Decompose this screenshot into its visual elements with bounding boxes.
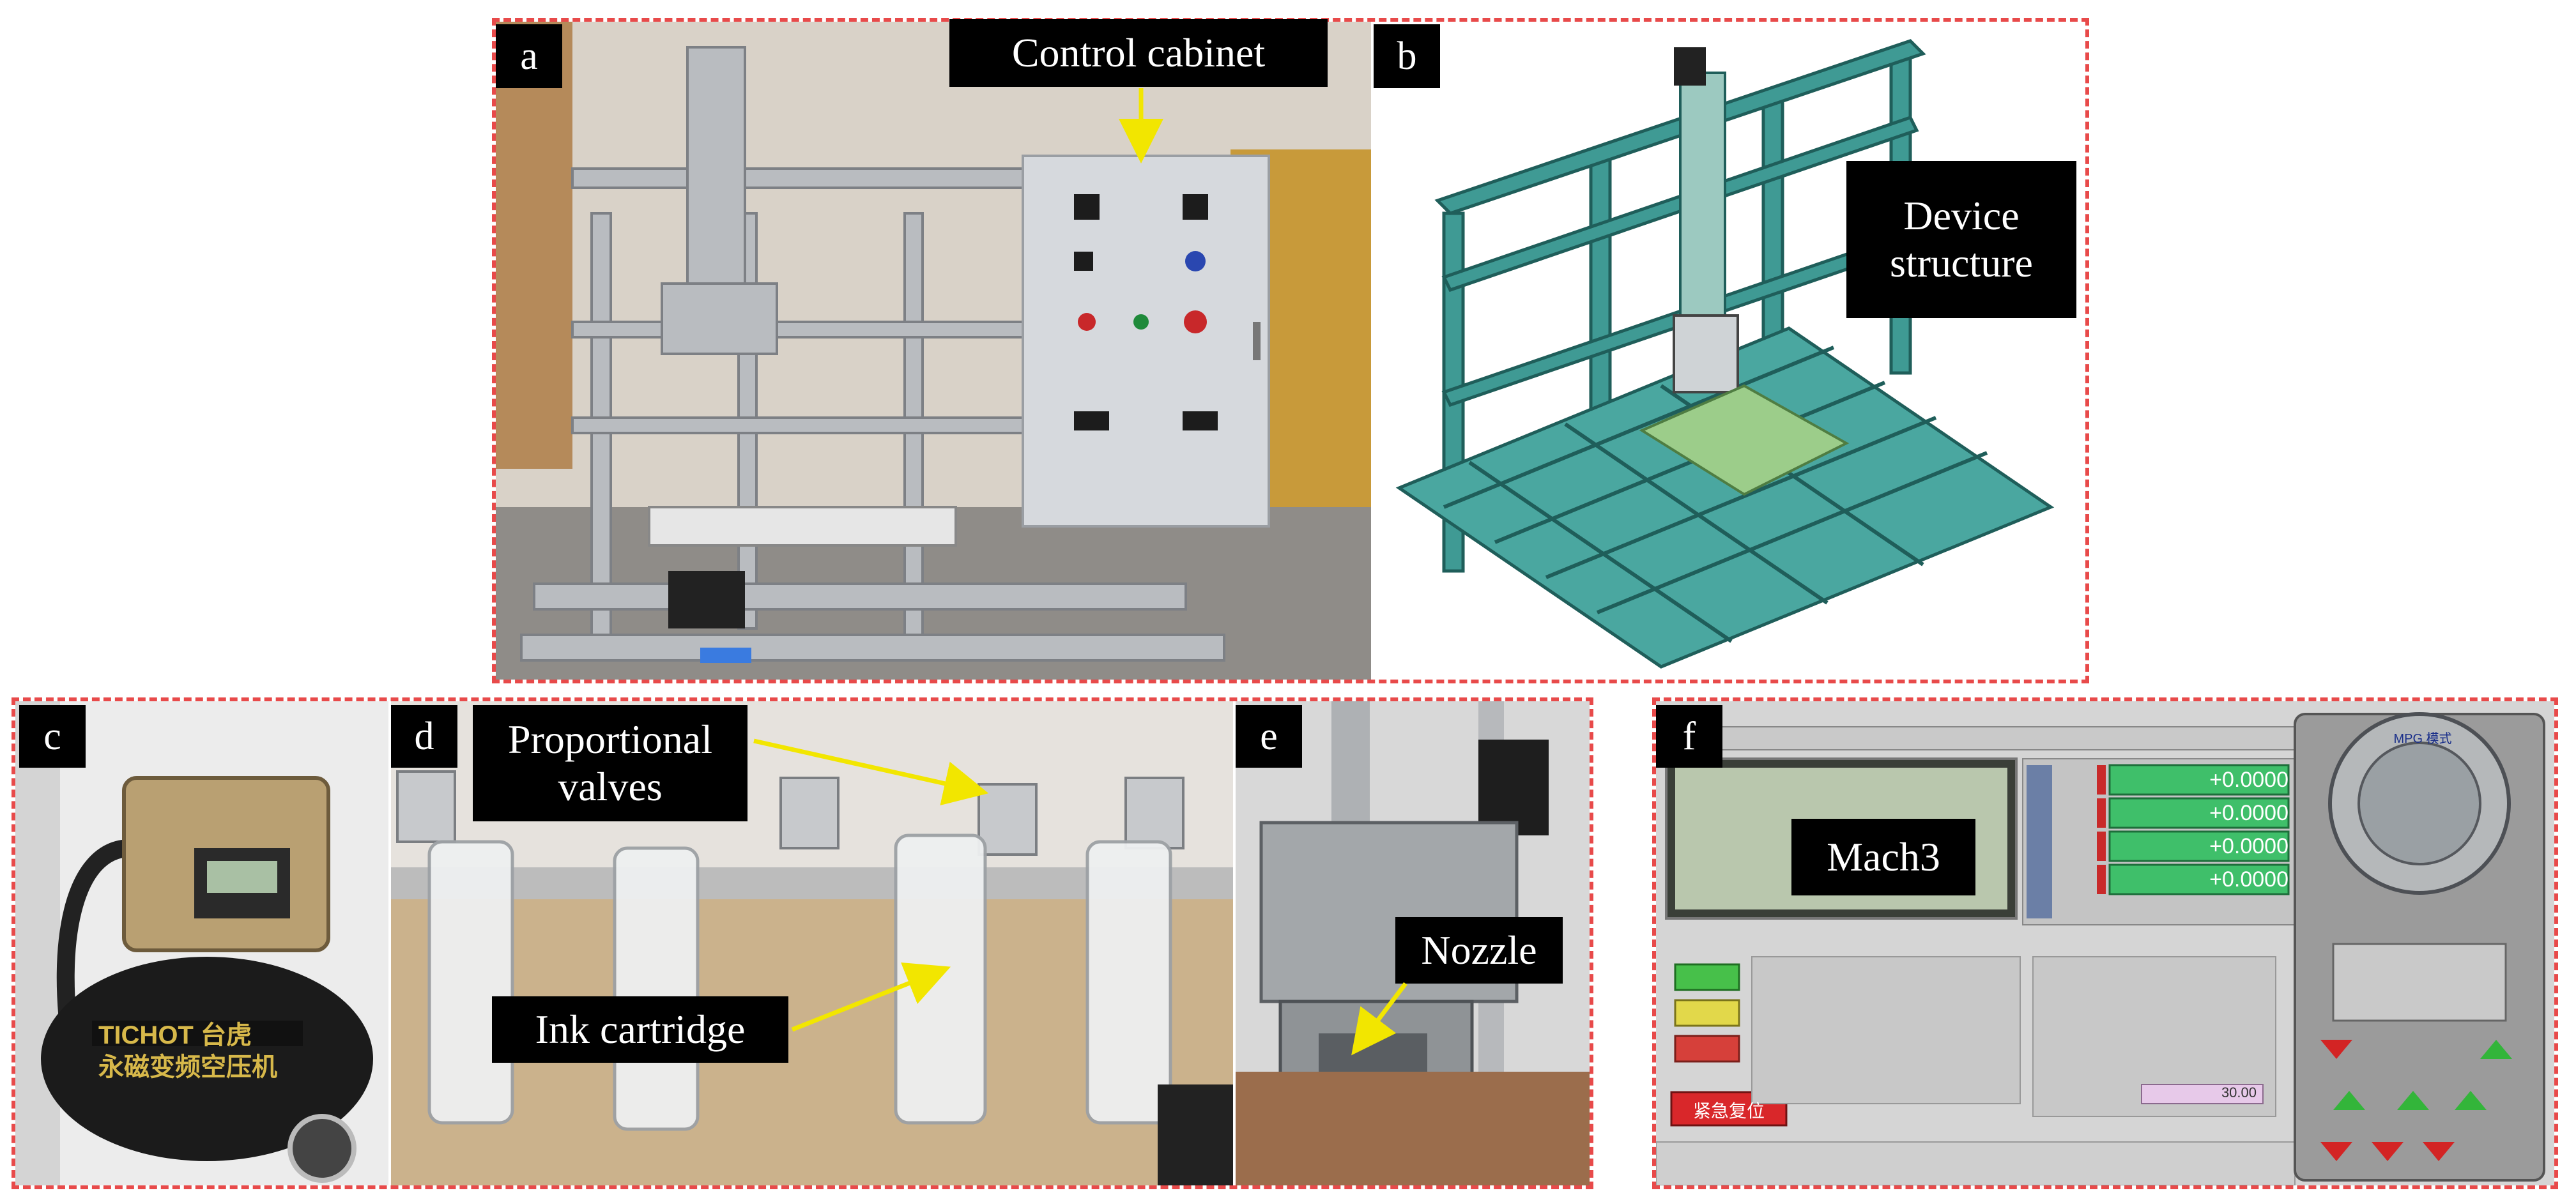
panel-f-screenshot: +0.0000 +0.0000 +0.0000 +0.0000 MPG 模式 紧… xyxy=(1656,701,2554,1185)
mach3-interface xyxy=(1656,701,2554,1185)
panel-b-letter: b xyxy=(1374,24,1440,88)
device-structure-render xyxy=(1395,39,2055,669)
air-compressor-photo xyxy=(15,701,388,1185)
panel-c-photo: TICHOT 台虎 永磁变频空压机 xyxy=(15,701,388,1185)
mpg-mode-title: MPG 模式 xyxy=(2393,732,2452,746)
feed-rate-value: 30.00 xyxy=(2221,1084,2257,1100)
emergency-reset-button[interactable]: 紧急复位 xyxy=(1692,1101,1765,1121)
dro-a-value: +0.0000 xyxy=(2209,867,2288,892)
panel-a-letter: a xyxy=(496,24,562,88)
panel-d-letter: d xyxy=(391,705,457,768)
panel-c-letter: c xyxy=(19,705,86,768)
compressor-brand-text: TICHOT 台虎 xyxy=(98,1021,252,1049)
panel-b-render xyxy=(1374,22,2085,680)
panel-cde-frame xyxy=(12,697,1593,1189)
control-cabinet-label: Control cabinet xyxy=(949,19,1328,87)
panel-f-frame xyxy=(1652,697,2558,1189)
ink-cartridge-label: Ink cartridge xyxy=(492,996,788,1063)
proportional-valves-label: Proportional valves xyxy=(473,705,747,821)
cnc-machine-photo xyxy=(496,22,1371,680)
nozzle-label: Nozzle xyxy=(1395,917,1563,984)
device-structure-label: Device structure xyxy=(1846,161,2076,318)
mach3-label: Mach3 xyxy=(1791,819,1975,895)
dro-z-value: +0.0000 xyxy=(2209,834,2288,858)
dro-y-value: +0.0000 xyxy=(2209,801,2288,825)
compressor-model-text: 永磁变频空压机 xyxy=(98,1053,277,1081)
panel-e-letter: e xyxy=(1236,705,1302,768)
panel-f-letter: f xyxy=(1656,705,1722,768)
panel-a-photo xyxy=(496,22,1371,680)
dro-x-value: +0.0000 xyxy=(2209,768,2288,792)
